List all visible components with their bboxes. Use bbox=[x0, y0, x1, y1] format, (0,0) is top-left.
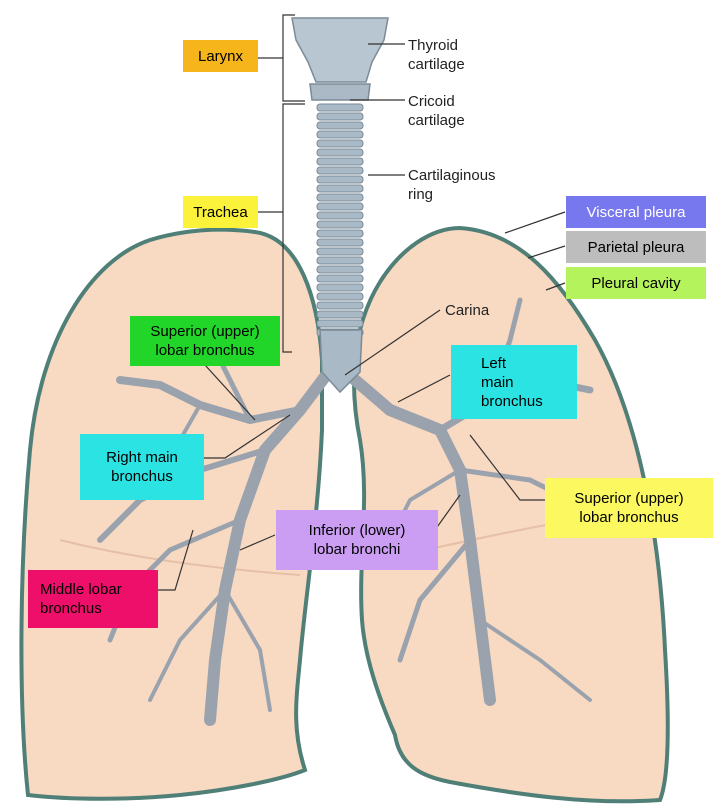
trachea-ring bbox=[316, 103, 364, 112]
label-inferior-lobar-bronchi: Inferior (lower) lobar bronchi bbox=[276, 510, 438, 570]
label-parietal-pleura: Parietal pleura bbox=[566, 231, 706, 263]
trachea-bracket bbox=[282, 103, 305, 353]
trachea-ring bbox=[316, 157, 364, 166]
label-cartilaginous-ring: Cartilaginous ring bbox=[408, 167, 496, 203]
trachea-ring bbox=[316, 238, 364, 247]
trachea-ring bbox=[316, 283, 364, 292]
trachea-ring bbox=[316, 175, 364, 184]
trachea-ring bbox=[316, 130, 364, 139]
label-carina: Carina bbox=[445, 302, 490, 319]
label-cricoid-cartilage: Cricoid cartilage bbox=[408, 93, 465, 129]
trachea-ring bbox=[316, 265, 364, 274]
trachea-ring bbox=[316, 256, 364, 265]
label-larynx: Larynx bbox=[183, 40, 258, 72]
trachea bbox=[316, 103, 364, 337]
trachea-ring bbox=[316, 148, 364, 157]
trachea-ring bbox=[316, 310, 364, 319]
thyroid-cartilage bbox=[291, 17, 389, 83]
cricoid-cartilage bbox=[309, 83, 371, 101]
label-pleural-cavity: Pleural cavity bbox=[566, 267, 706, 299]
trachea-ring bbox=[316, 184, 364, 193]
right-lung bbox=[19, 227, 324, 801]
trachea-ring bbox=[316, 301, 364, 310]
label-superior-lobar-bronchus-left: Superior (upper) lobar bronchus bbox=[545, 478, 713, 538]
label-left-main-bronchus: Left main bronchus bbox=[451, 345, 577, 419]
carina-split bbox=[319, 329, 363, 394]
label-thyroid-cartilage: Thyroid cartilage bbox=[408, 37, 465, 73]
right-oblique-fissure bbox=[59, 539, 301, 576]
trachea-ring bbox=[316, 166, 364, 175]
label-middle-lobar-bronchus: Middle lobar bronchus bbox=[28, 570, 158, 628]
trachea-ring bbox=[316, 139, 364, 148]
trachea-ring bbox=[316, 319, 364, 328]
label-trachea: Trachea bbox=[183, 196, 258, 228]
trachea-ring bbox=[316, 211, 364, 220]
trachea-ring bbox=[316, 121, 364, 130]
left-lung bbox=[352, 225, 670, 804]
trachea-ring bbox=[316, 193, 364, 202]
trachea-ring bbox=[316, 247, 364, 256]
trachea-ring bbox=[316, 229, 364, 238]
label-superior-lobar-bronchus-right: Superior (upper) lobar bronchus bbox=[130, 316, 280, 366]
leader-lines bbox=[158, 43, 566, 591]
trachea-ring bbox=[316, 220, 364, 229]
label-right-main-bronchus: Right main bronchus bbox=[80, 434, 204, 500]
trachea-ring bbox=[316, 202, 364, 211]
trachea-ring bbox=[316, 112, 364, 121]
label-visceral-pleura: Visceral pleura bbox=[566, 196, 706, 228]
trachea-ring bbox=[316, 292, 364, 301]
trachea-ring bbox=[316, 274, 364, 283]
